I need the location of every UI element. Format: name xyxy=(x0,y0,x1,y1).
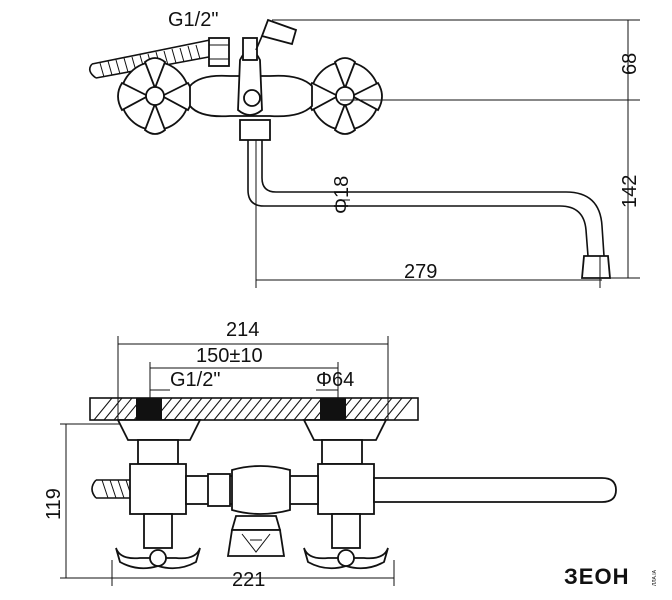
bottom-base-width-label: 221 xyxy=(232,569,265,591)
right-cross-handle xyxy=(303,547,389,570)
brand-logo-subtext: ЛЛА.ІА xyxy=(652,569,658,586)
left-stem xyxy=(143,513,173,549)
bottom-height-label: 119 xyxy=(43,488,65,520)
top-thread-label: G1/2" xyxy=(168,9,218,31)
left-cross-handle xyxy=(115,547,201,570)
faucet-body xyxy=(189,37,313,141)
left-handle xyxy=(117,57,193,135)
brand-logo-text: ЗЕОН xyxy=(564,564,629,589)
brand-logo: ЗЕОН ЛЛА.ІА xyxy=(564,564,658,589)
top-dimensions xyxy=(255,19,640,288)
wall-hatch xyxy=(89,397,419,421)
bottom-flange-diameter-label: Φ64 xyxy=(316,369,354,391)
bottom-overall-width-label: 214 xyxy=(226,319,259,341)
top-view: G1/2" 68 142 Φ18 279 xyxy=(88,9,641,288)
bottom-thread-label: G1/2" xyxy=(170,369,220,391)
top-spout-reach-label: 279 xyxy=(404,261,437,283)
top-height-lower-label: 142 xyxy=(619,175,641,208)
top-pipe-diameter-label: Φ18 xyxy=(331,176,353,214)
hose-nut xyxy=(208,37,230,67)
left-eccentric xyxy=(116,419,202,465)
shower-hose xyxy=(88,39,215,79)
diverter-knob xyxy=(255,18,298,51)
bottom-center-distance-label: 150±10 xyxy=(196,345,263,367)
right-stem xyxy=(331,513,361,549)
bottom-view: 214 150±10 G1/2" Φ64 119 221 xyxy=(43,319,617,591)
right-eccentric xyxy=(302,419,388,465)
right-handle xyxy=(307,57,383,135)
spout xyxy=(247,140,611,279)
bottom-dimensions xyxy=(60,336,395,586)
top-height-upper-label: 68 xyxy=(619,53,641,75)
bottom-spout xyxy=(373,477,617,503)
